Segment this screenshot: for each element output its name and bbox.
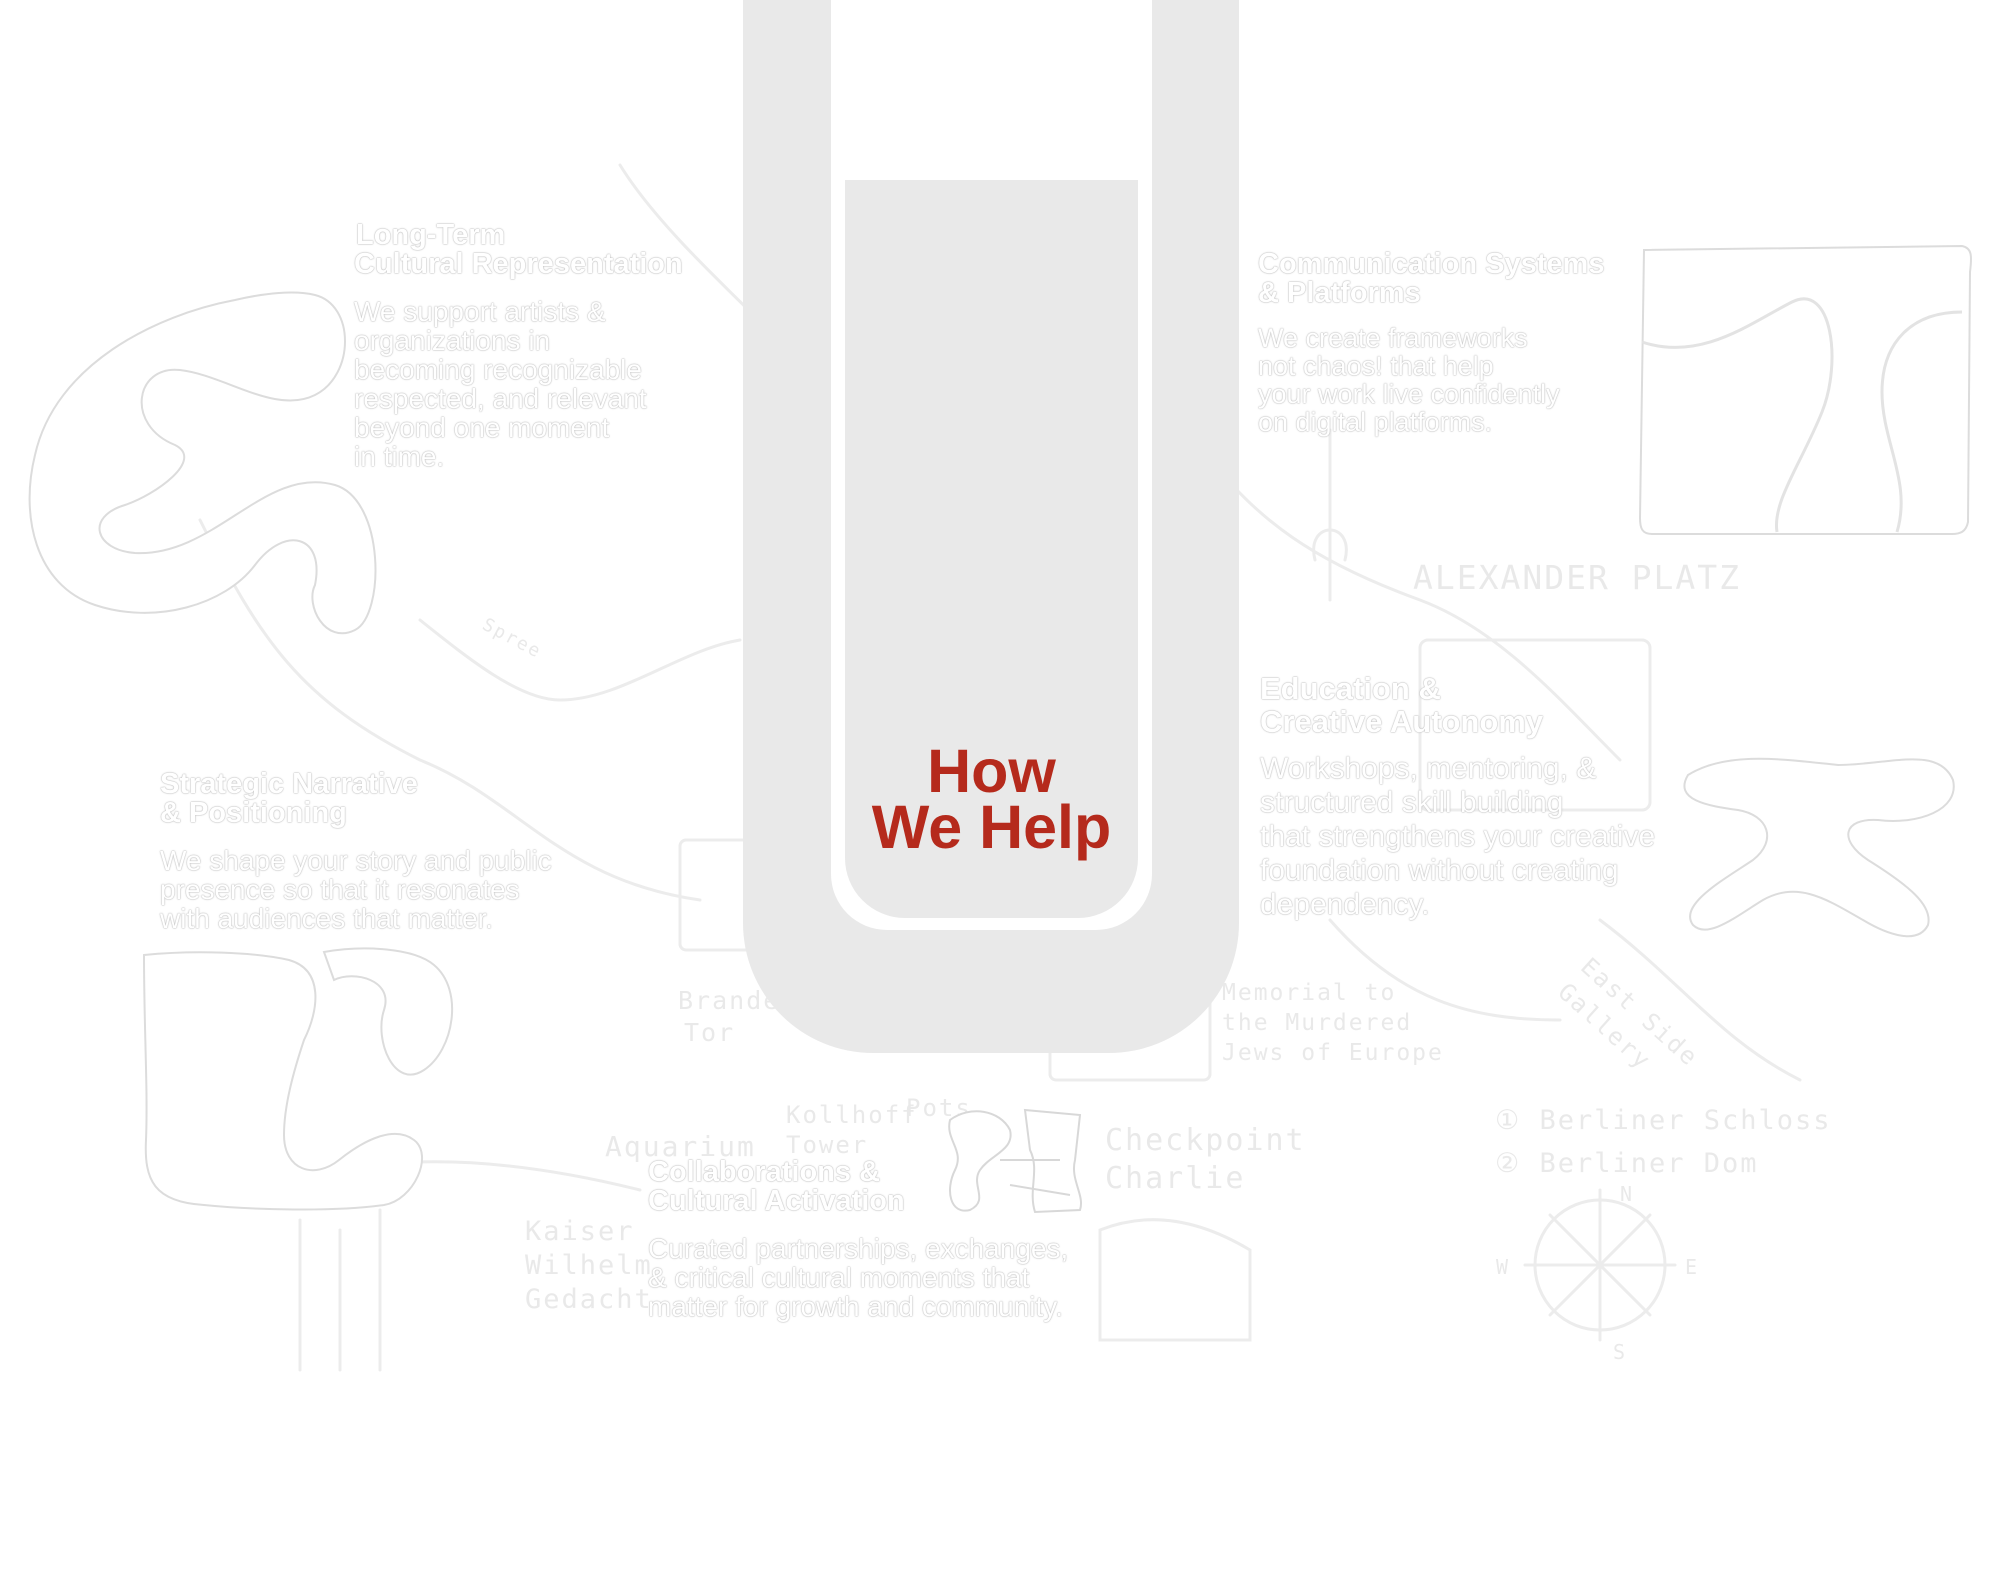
map-label-aquarium: Aquarium	[605, 1130, 756, 1163]
service-communication-systems: Communication Systems & Platforms We cre…	[1258, 248, 1605, 437]
map-label-berliner-schloss: ① Berliner Schloss	[1495, 1105, 1832, 1136]
service-description: We create frameworks not chaos! that hel…	[1258, 323, 1560, 437]
map-label-memorial: Memorial to the Murdered Jews of Europe	[1222, 980, 1444, 1066]
service-description: Workshops, mentoring, & structured skill…	[1260, 752, 1656, 921]
service-heading: Long-Term Cultural Representation	[354, 219, 683, 280]
service-long-term-representation: Long-Term Cultural Representation We sup…	[354, 219, 683, 472]
page-title: How We Help	[871, 736, 1112, 861]
compass-north: N	[1620, 1182, 1635, 1206]
service-heading: Collaborations & Cultural Activation	[648, 1156, 905, 1217]
map-label-checkpoint-charlie: Checkpoint Charlie	[1105, 1123, 1306, 1196]
blob-letter-r-decoration	[1638, 244, 1972, 535]
map-label-berliner-dom: ② Berliner Dom	[1495, 1148, 1759, 1179]
service-collaborations: Collaborations & Cultural Activation Cur…	[648, 1156, 1069, 1322]
blob-letter-b-decoration	[142, 947, 454, 1211]
compass-south: S	[1613, 1340, 1628, 1364]
blob-kanji-decoration	[948, 1108, 1083, 1214]
tube-inner-fill	[845, 180, 1138, 918]
blob-letter-c-decoration	[28, 291, 377, 635]
map-label-kollhoff-tower: Kollhoff Tower	[786, 1101, 918, 1159]
service-heading: Communication Systems & Platforms	[1258, 248, 1605, 309]
compass-east: E	[1685, 1255, 1700, 1279]
service-strategic-narrative: Strategic Narrative & Positioning We sha…	[160, 768, 552, 934]
service-heading: Education & Creative Autonomy	[1260, 671, 1544, 739]
blob-letter-x-decoration	[1683, 757, 1955, 938]
service-education-autonomy: Education & Creative Autonomy Workshops,…	[1260, 672, 1655, 922]
map-label-alexanderplatz: ALEXANDER PLATZ	[1413, 558, 1742, 597]
service-description: We shape your story and public presence …	[160, 845, 552, 934]
map-label-kaiser-wilhelm: Kaiser Wilhelm Gedacht	[525, 1216, 653, 1315]
service-heading: Strategic Narrative & Positioning	[160, 768, 418, 829]
compass-west: W	[1496, 1255, 1511, 1279]
service-description: We support artists & organizations in be…	[354, 296, 647, 472]
service-description: Curated partnerships, exchanges, & criti…	[648, 1233, 1069, 1322]
